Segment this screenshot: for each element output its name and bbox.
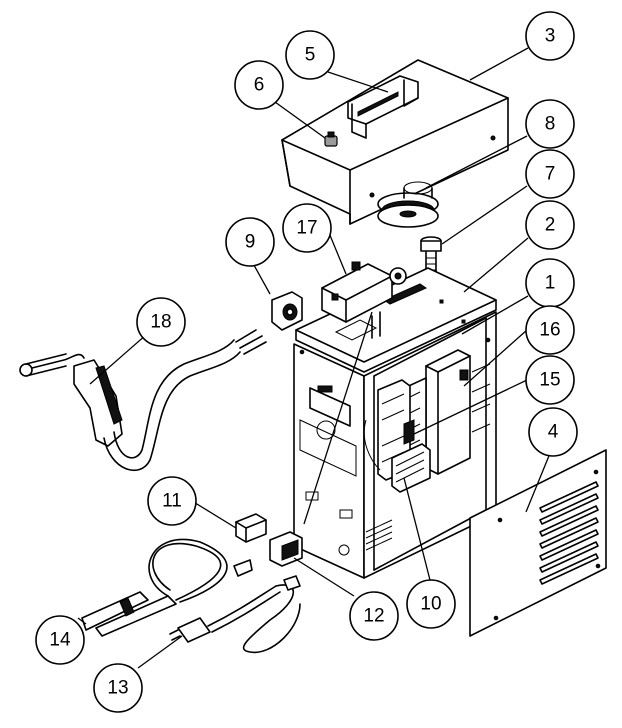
- callout-label: 4: [548, 422, 559, 443]
- callout-2: 2: [525, 200, 575, 250]
- callout-4: 4: [528, 407, 578, 457]
- leader-lines: [77, 47, 554, 669]
- power-switch: [269, 531, 303, 567]
- callout-17: 17: [282, 203, 332, 253]
- callout-label: 17: [296, 218, 317, 239]
- callout-label: 12: [363, 606, 384, 627]
- wire-spool: [377, 181, 439, 228]
- gun-adapter: [271, 291, 303, 331]
- callout-label: 16: [539, 320, 560, 341]
- callout-5: 5: [285, 30, 335, 80]
- cover-screw: [324, 131, 338, 147]
- callout-label: 14: [49, 630, 71, 651]
- callout-label: 7: [545, 164, 556, 185]
- callout-label: 15: [539, 370, 560, 391]
- heat-sink: [391, 443, 431, 493]
- small-connector: [235, 513, 267, 543]
- callout-15: 15: [525, 355, 575, 405]
- callout-8: 8: [525, 99, 575, 149]
- callout-1: 1: [525, 258, 575, 308]
- callout-11: 11: [147, 476, 197, 526]
- callout-label: 10: [420, 594, 441, 615]
- callout-18: 18: [136, 297, 186, 347]
- callout-14: 14: [35, 615, 85, 665]
- callout-label: 1: [545, 273, 556, 294]
- mig-gun: [19, 329, 267, 471]
- callout-6: 6: [234, 60, 284, 110]
- callout-label: 11: [162, 491, 182, 512]
- callout-label: 3: [545, 26, 556, 47]
- power-cord: [169, 575, 301, 654]
- callout-label: 13: [107, 678, 128, 699]
- handle: [347, 75, 419, 139]
- callout-16: 16: [525, 305, 575, 355]
- callout-7: 7: [525, 149, 575, 199]
- callout-label: 18: [150, 312, 171, 333]
- callout-12: 12: [349, 591, 399, 641]
- callout-9: 9: [225, 217, 275, 267]
- top-cover: [281, 59, 509, 225]
- side-panel: [469, 449, 607, 637]
- callout-label: 2: [545, 215, 556, 236]
- callout-3: 3: [525, 11, 575, 61]
- callout-label: 8: [545, 114, 556, 135]
- callout-13: 13: [93, 663, 143, 713]
- wire-feeder: [321, 261, 407, 339]
- callout-label: 6: [254, 75, 265, 96]
- callout-10: 10: [406, 579, 456, 629]
- ground-clamp: [81, 538, 253, 637]
- callout-label: 9: [245, 232, 256, 253]
- callout-label: 5: [305, 45, 316, 66]
